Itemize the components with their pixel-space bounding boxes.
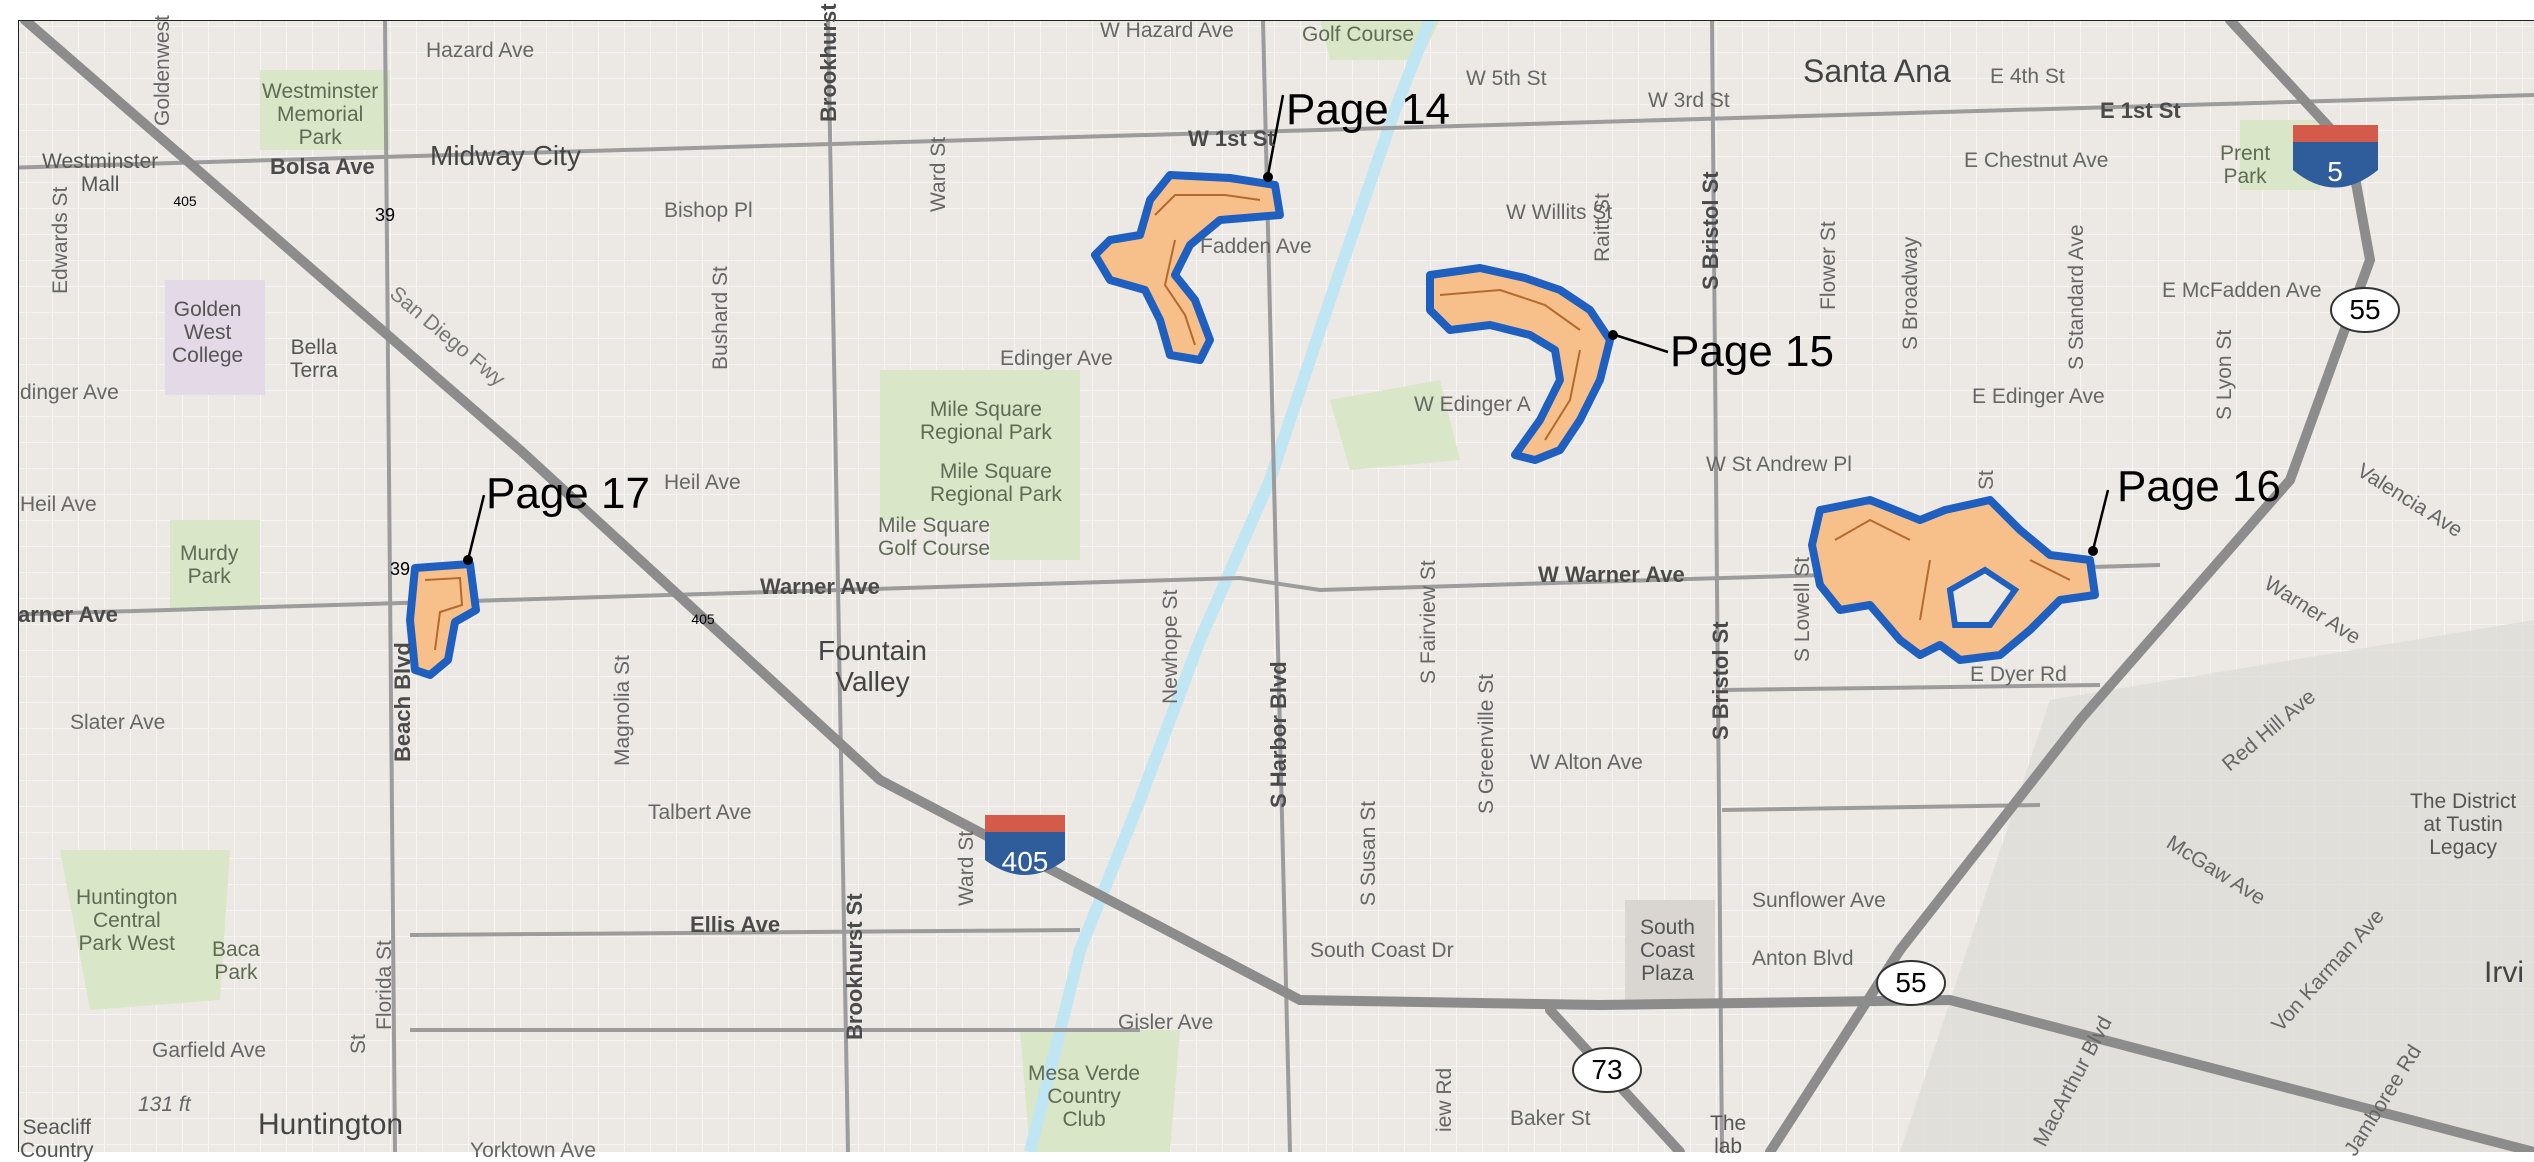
highlight-areas	[406, 171, 2099, 679]
area-page14	[1091, 171, 1284, 364]
arterial-roads	[19, 21, 2534, 1152]
college-block	[165, 280, 265, 395]
santa-ana-river	[1024, 21, 1436, 1152]
area-page16	[1808, 496, 2099, 664]
callout-leaders	[466, 94, 2110, 561]
plaza-block	[1625, 900, 1715, 1000]
area-page17	[406, 560, 480, 679]
interstate-405-shield	[985, 815, 1065, 875]
callout-dots	[463, 172, 2098, 565]
area-page15	[1426, 264, 1614, 464]
interstate-5-shield	[2293, 125, 2378, 188]
state-route-ovals	[1572, 287, 2400, 1093]
park-areas	[60, 21, 2320, 1152]
